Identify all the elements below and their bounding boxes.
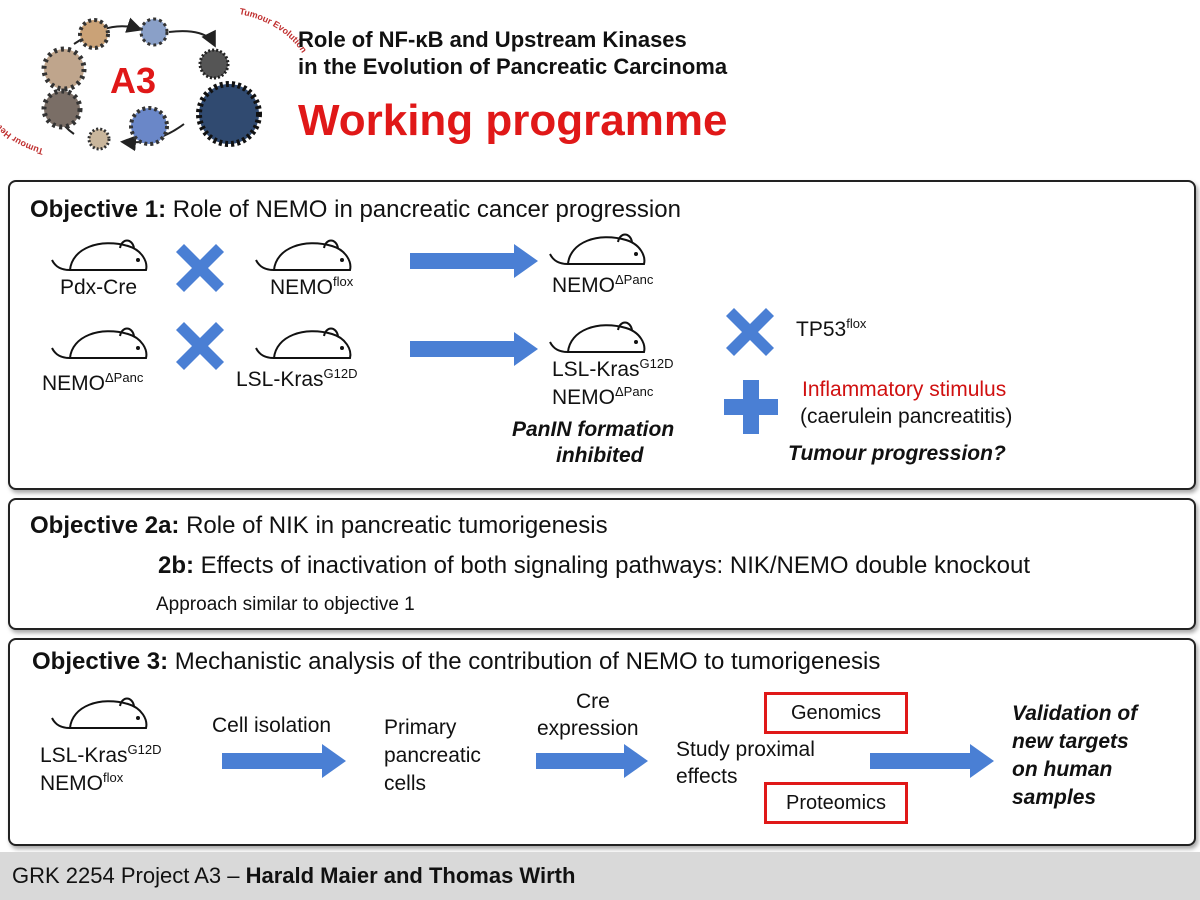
genomics-box: Genomics: [764, 692, 908, 734]
proteomics-box: Proteomics: [764, 782, 908, 824]
objective3-label: Objective 3:: [32, 648, 169, 675]
cell-cluster-icon: [41, 17, 262, 151]
validation-line2: new targets: [1012, 730, 1129, 753]
mouse-label-nemo-dpanc: NEMOΔPanc: [42, 370, 144, 395]
primary-cells-line1: Primary: [384, 716, 457, 739]
svg-text:Tumour Heterogeneity: Tumour Heterogeneity: [0, 85, 45, 157]
inflammatory-stimulus-label: Inflammatory stimulus: [802, 378, 1007, 401]
cross-icon: [176, 244, 224, 292]
step-cre-line2: expression: [537, 717, 639, 740]
arrow-right-icon: [410, 244, 538, 278]
objective3-text: Mechanistic analysis of the contribution…: [168, 648, 881, 675]
obj3-mouse-line2: NEMOflox: [40, 770, 124, 795]
project-logo: Tumour Heterogeneity Tumour Evolution A3: [0, 4, 309, 164]
step-cre-line1: Cre: [576, 690, 610, 713]
tp53-flox-label: TP53flox: [796, 316, 867, 341]
outcome-panin-line2: inhibited: [556, 444, 644, 467]
study-line1: Study proximal: [676, 738, 815, 761]
objective2a-heading: Objective 2a: Role of NIK in pancreatic …: [30, 512, 608, 540]
objective3-heading: Objective 3: Mechanistic analysis of the…: [32, 648, 880, 676]
tumour-progression-question: Tumour progression?: [788, 442, 1006, 465]
mouse-label-nemo-dpanc-result: NEMOΔPanc: [552, 272, 654, 297]
arrow-right-icon: [222, 744, 346, 778]
caerulein-label: (caerulein pancreatitis): [800, 405, 1013, 428]
mouse-icon: [549, 321, 646, 353]
arrow-right-icon: [536, 744, 648, 778]
objective2b-heading: 2b: Effects of inactivation of both sign…: [158, 552, 1030, 580]
mouse-label-nemo-flox: NEMOflox: [270, 274, 354, 299]
mouse-label-lsl-kras-result: LSL-KrasG12D: [552, 356, 674, 381]
logo-label: A3: [110, 60, 157, 101]
mouse-label-nemo-dpanc-result2: NEMOΔPanc: [552, 384, 654, 409]
objective2b-label: 2b:: [158, 552, 194, 579]
objective2a-text: Role of NIK in pancreatic tumorigenesis: [179, 512, 608, 539]
footer-authors: Harald Maier and Thomas Wirth: [245, 863, 576, 888]
header-title-line1: Role of NF-κB and Upstream Kinases: [298, 27, 687, 52]
footer-bar: GRK 2254 Project A3 – Harald Maier and T…: [0, 852, 1200, 900]
primary-cells-line3: cells: [384, 772, 427, 795]
objective1-label: Objective 1:: [30, 196, 167, 223]
outcome-panin-line1: PanIN formation: [512, 418, 675, 441]
objective2a-label: Objective 2a:: [30, 512, 180, 539]
mouse-icon: [51, 239, 148, 271]
cross-icon: [726, 308, 774, 356]
primary-cells-line2: pancreatic: [384, 744, 481, 767]
study-line2: effects: [676, 765, 738, 788]
mouse-label-pdx-cre: Pdx-Cre: [60, 276, 138, 299]
objective1-text: Role of NEMO in pancreatic cancer progre…: [166, 196, 681, 223]
objective1-heading: Objective 1: Role of NEMO in pancreatic …: [30, 196, 681, 224]
mouse-icon: [549, 233, 646, 265]
objective2b-text: Effects of inactivation of both signalin…: [194, 552, 1031, 579]
validation-line1: Validation of: [1012, 702, 1138, 725]
objective2-approach: Approach similar to objective 1: [156, 594, 415, 615]
footer-prefix: GRK 2254 Project A3 –: [12, 863, 246, 888]
arrow-right-icon: [410, 332, 538, 366]
obj3-mouse-line1: LSL-KrasG12D: [40, 742, 162, 767]
mouse-label-lsl-kras: LSL-KrasG12D: [236, 366, 358, 391]
mouse-icon: [255, 239, 352, 271]
mouse-icon: [255, 327, 352, 359]
step-cell-isolation: Cell isolation: [212, 714, 332, 737]
page-title: Working programme: [298, 96, 728, 145]
plus-icon: [724, 380, 778, 434]
cross-icon: [176, 322, 224, 370]
objective3-box: [8, 638, 1196, 846]
mouse-icon: [51, 327, 148, 359]
validation-line4: samples: [1012, 786, 1097, 809]
objective2-box: [8, 498, 1196, 630]
header-title-line2: in the Evolution of Pancreatic Carcinoma: [298, 54, 728, 79]
validation-line3: on human: [1012, 758, 1113, 781]
arrow-right-icon: [870, 744, 994, 778]
logo-arc-left: Tumour Heterogeneity: [0, 85, 45, 157]
mouse-icon: [51, 697, 148, 729]
